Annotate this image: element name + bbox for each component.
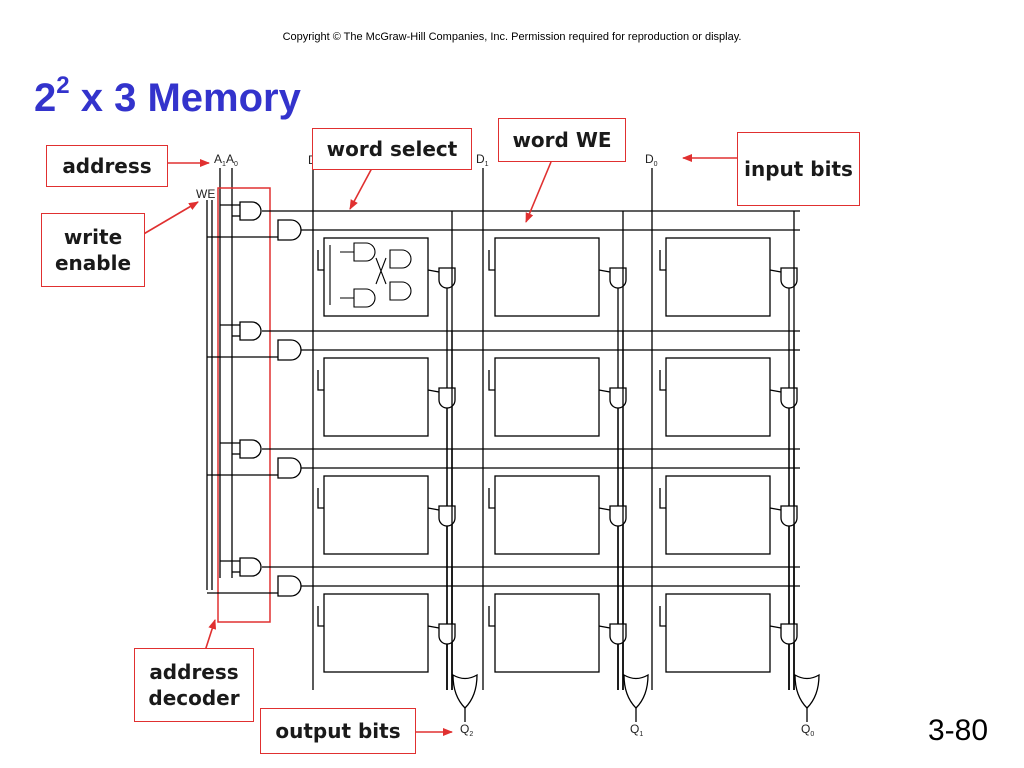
we-label: WE: [196, 187, 215, 201]
memory-row: [207, 321, 800, 690]
address-callout-text: address: [62, 154, 152, 178]
input-bits-callout: input bits: [737, 132, 860, 206]
word-we-and-gate: [277, 219, 302, 241]
word-select-arrow: [349, 167, 373, 210]
read-and-gate: [438, 505, 456, 527]
read-and-gate: [780, 387, 798, 409]
write-enable-callout: write enable: [41, 213, 145, 287]
callout-arrows: [129, 154, 737, 736]
memory-cell: [494, 357, 600, 437]
a1-label: A1: [214, 152, 226, 168]
read-and-gate: [780, 623, 798, 645]
output-or-gate: [452, 673, 478, 709]
memory-cell: [323, 237, 429, 317]
read-and-gate: [780, 267, 798, 289]
decoder-and-gate: [239, 439, 262, 459]
word-we-and-gate: [277, 575, 302, 597]
memory-row: [207, 557, 800, 690]
memory-rows: [207, 201, 800, 690]
address-decoder-line2: decoder: [148, 686, 240, 710]
memory-cell: [494, 593, 600, 673]
a0-label: A0: [226, 152, 238, 168]
read-and-gate: [609, 623, 627, 645]
read-and-gate: [780, 505, 798, 527]
output-bits-callout: output bits: [260, 708, 416, 754]
copyright-notice: Copyright © The McGraw-Hill Companies, I…: [282, 31, 742, 43]
write-enable-line1: write: [63, 225, 123, 249]
write-enable-line2: enable: [54, 251, 132, 275]
address-callout: address: [46, 145, 168, 187]
memory-cell: [665, 475, 771, 555]
memory-row: [207, 439, 800, 690]
word-we-callout-text: word WE: [512, 128, 612, 152]
q0-label: Q0: [801, 722, 814, 738]
decoder-and-gate: [239, 201, 262, 221]
slide-title: 22 x 3 Memory: [34, 72, 301, 121]
word-we-and-gate: [277, 457, 302, 479]
output-or-gates: [452, 673, 820, 722]
input-bits-callout-text: input bits: [744, 157, 853, 181]
title-rest: x 3 Memory: [69, 76, 301, 120]
static-wires: [206, 168, 653, 690]
page-number: 3-80: [928, 714, 989, 747]
decoder-and-gate: [239, 557, 262, 577]
read-and-gate: [609, 267, 627, 289]
memory-cell: [494, 237, 600, 317]
d1-label: D1: [476, 152, 489, 168]
word-we-and-gate: [277, 339, 302, 361]
memory-cell: [323, 593, 429, 673]
output-or-gate: [794, 673, 820, 709]
q2-label: Q2: [460, 722, 473, 738]
title-exponent: 2: [56, 72, 70, 99]
read-and-gate: [438, 267, 456, 289]
read-and-gate: [609, 505, 627, 527]
memory-cell: [323, 357, 429, 437]
word-we-arrow: [525, 161, 552, 223]
q1-label: Q1: [630, 722, 643, 738]
title-base: 2: [34, 76, 57, 120]
read-and-gate: [609, 387, 627, 409]
memory-cell: [665, 357, 771, 437]
latch-detail: [329, 242, 412, 308]
address-decoder-outline: [217, 187, 271, 623]
output-bits-callout-text: output bits: [275, 719, 401, 743]
address-decoder-line1: address: [149, 660, 239, 684]
d0-label: D0: [645, 152, 658, 168]
memory-row: [207, 201, 800, 690]
memory-cell: [494, 475, 600, 555]
output-or-gate: [623, 673, 649, 709]
decoder-and-gate: [239, 321, 262, 341]
read-and-gate: [438, 387, 456, 409]
word-we-callout: word WE: [498, 118, 626, 162]
read-and-gate: [438, 623, 456, 645]
memory-cell: [665, 237, 771, 317]
word-select-callout-text: word select: [326, 137, 458, 161]
memory-cell: [665, 593, 771, 673]
address-decoder-callout: address decoder: [134, 648, 254, 722]
memory-cell: [323, 475, 429, 555]
address-decoder-arrow: [204, 619, 217, 652]
word-select-callout: word select: [312, 128, 472, 170]
